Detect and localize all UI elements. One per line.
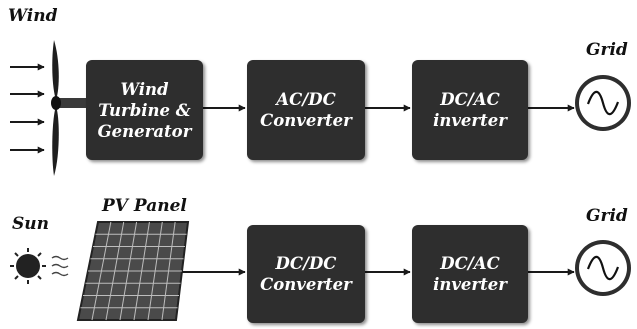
grid-label: Grid (586, 206, 628, 226)
block-line: inverter (433, 111, 507, 130)
grid-ac-icon (575, 240, 631, 296)
grid-ac-icon (575, 75, 631, 131)
sun-source-label: Sun (12, 214, 49, 234)
dc-dc-converter-block: DC/DC Converter (247, 225, 365, 323)
pv-panel-icon (76, 221, 190, 321)
pv-panel-label: PV Panel (102, 196, 187, 216)
block-line: DC/AC (440, 90, 500, 109)
block-line: Converter (260, 275, 352, 294)
block-line: Wind (120, 79, 169, 99)
wind-turbine-icon (51, 40, 87, 176)
wind-turbine-generator-block: Wind Turbine & Generator (86, 60, 203, 160)
wind-arrows-icon (10, 63, 45, 154)
block-line: DC/AC (440, 254, 500, 273)
dc-ac-inverter-block: DC/AC inverter (412, 60, 528, 160)
block-line: DC/DC (275, 254, 337, 273)
ac-dc-converter-block: AC/DC Converter (247, 60, 365, 160)
block-line: AC/DC (276, 90, 336, 109)
block-line: Turbine & (98, 100, 191, 120)
block-line: Generator (97, 121, 192, 141)
dc-ac-inverter-block: DC/AC inverter (412, 225, 528, 323)
sun-icon (10, 248, 69, 284)
grid-label: Grid (586, 40, 628, 60)
block-line: Converter (260, 111, 352, 130)
block-line: inverter (433, 275, 507, 294)
wind-source-label: Wind (8, 6, 58, 26)
